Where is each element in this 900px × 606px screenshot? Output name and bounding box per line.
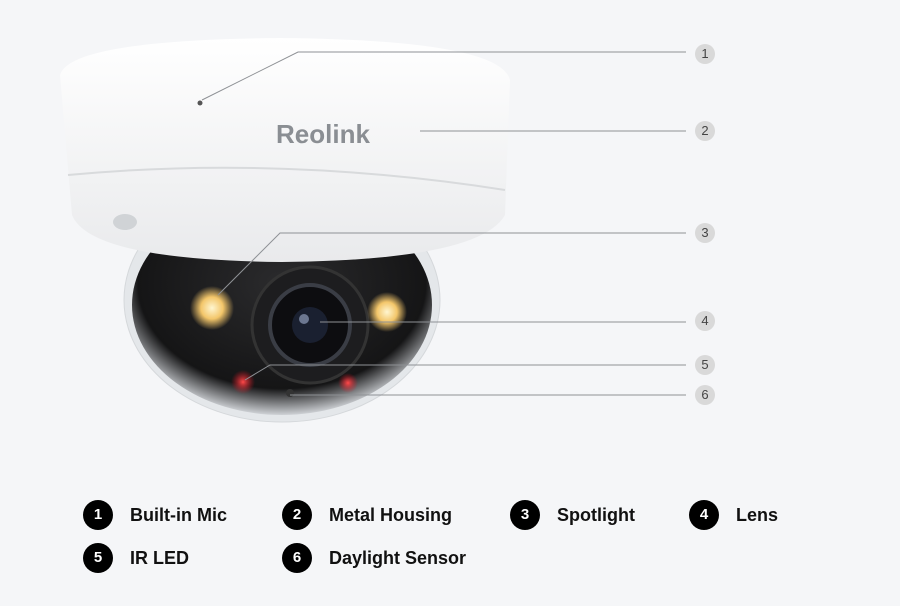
legend-label: IR LED xyxy=(130,547,190,568)
legend-number: 6 xyxy=(282,543,312,573)
callout-badge-3: 3 xyxy=(695,223,715,243)
legend-number: 2 xyxy=(282,500,312,530)
callout-badge-6: 6 xyxy=(695,385,715,405)
callout-lines xyxy=(201,51,686,396)
callout-line-1 xyxy=(201,51,686,101)
legend-number: 3 xyxy=(510,500,540,530)
callout-line-5 xyxy=(244,364,686,381)
legend-label: Built-in Mic xyxy=(130,504,227,525)
legend-label: Spotlight xyxy=(557,504,635,525)
legend-item-built-in-mic: 1 Built-in Mic xyxy=(83,500,227,530)
callout-badge-2: 2 xyxy=(695,121,715,141)
legend-number: 1 xyxy=(83,500,113,530)
callout-badge-1: 1 xyxy=(695,44,715,64)
callout-line-3 xyxy=(217,232,686,296)
legend-number: 4 xyxy=(689,500,719,530)
legend-item-ir-led: 5 IR LED xyxy=(83,543,189,573)
camera-image: Reolink xyxy=(60,38,510,423)
callout-badge-5: 5 xyxy=(695,355,715,375)
legend-label: Daylight Sensor xyxy=(329,547,467,568)
legend-item-spotlight: 3 Spotlight xyxy=(510,500,635,530)
legend-label: Lens xyxy=(736,504,779,525)
callout-badge-4: 4 xyxy=(695,311,715,331)
legend-label: Metal Housing xyxy=(329,504,453,525)
legend-item-daylight-sensor: 6 Daylight Sensor xyxy=(282,543,466,573)
brand-logo: Reolink xyxy=(276,119,370,149)
legend-number: 5 xyxy=(83,543,113,573)
legend-item-lens: 4 Lens xyxy=(689,500,778,530)
legend-item-metal-housing: 2 Metal Housing xyxy=(282,500,452,530)
